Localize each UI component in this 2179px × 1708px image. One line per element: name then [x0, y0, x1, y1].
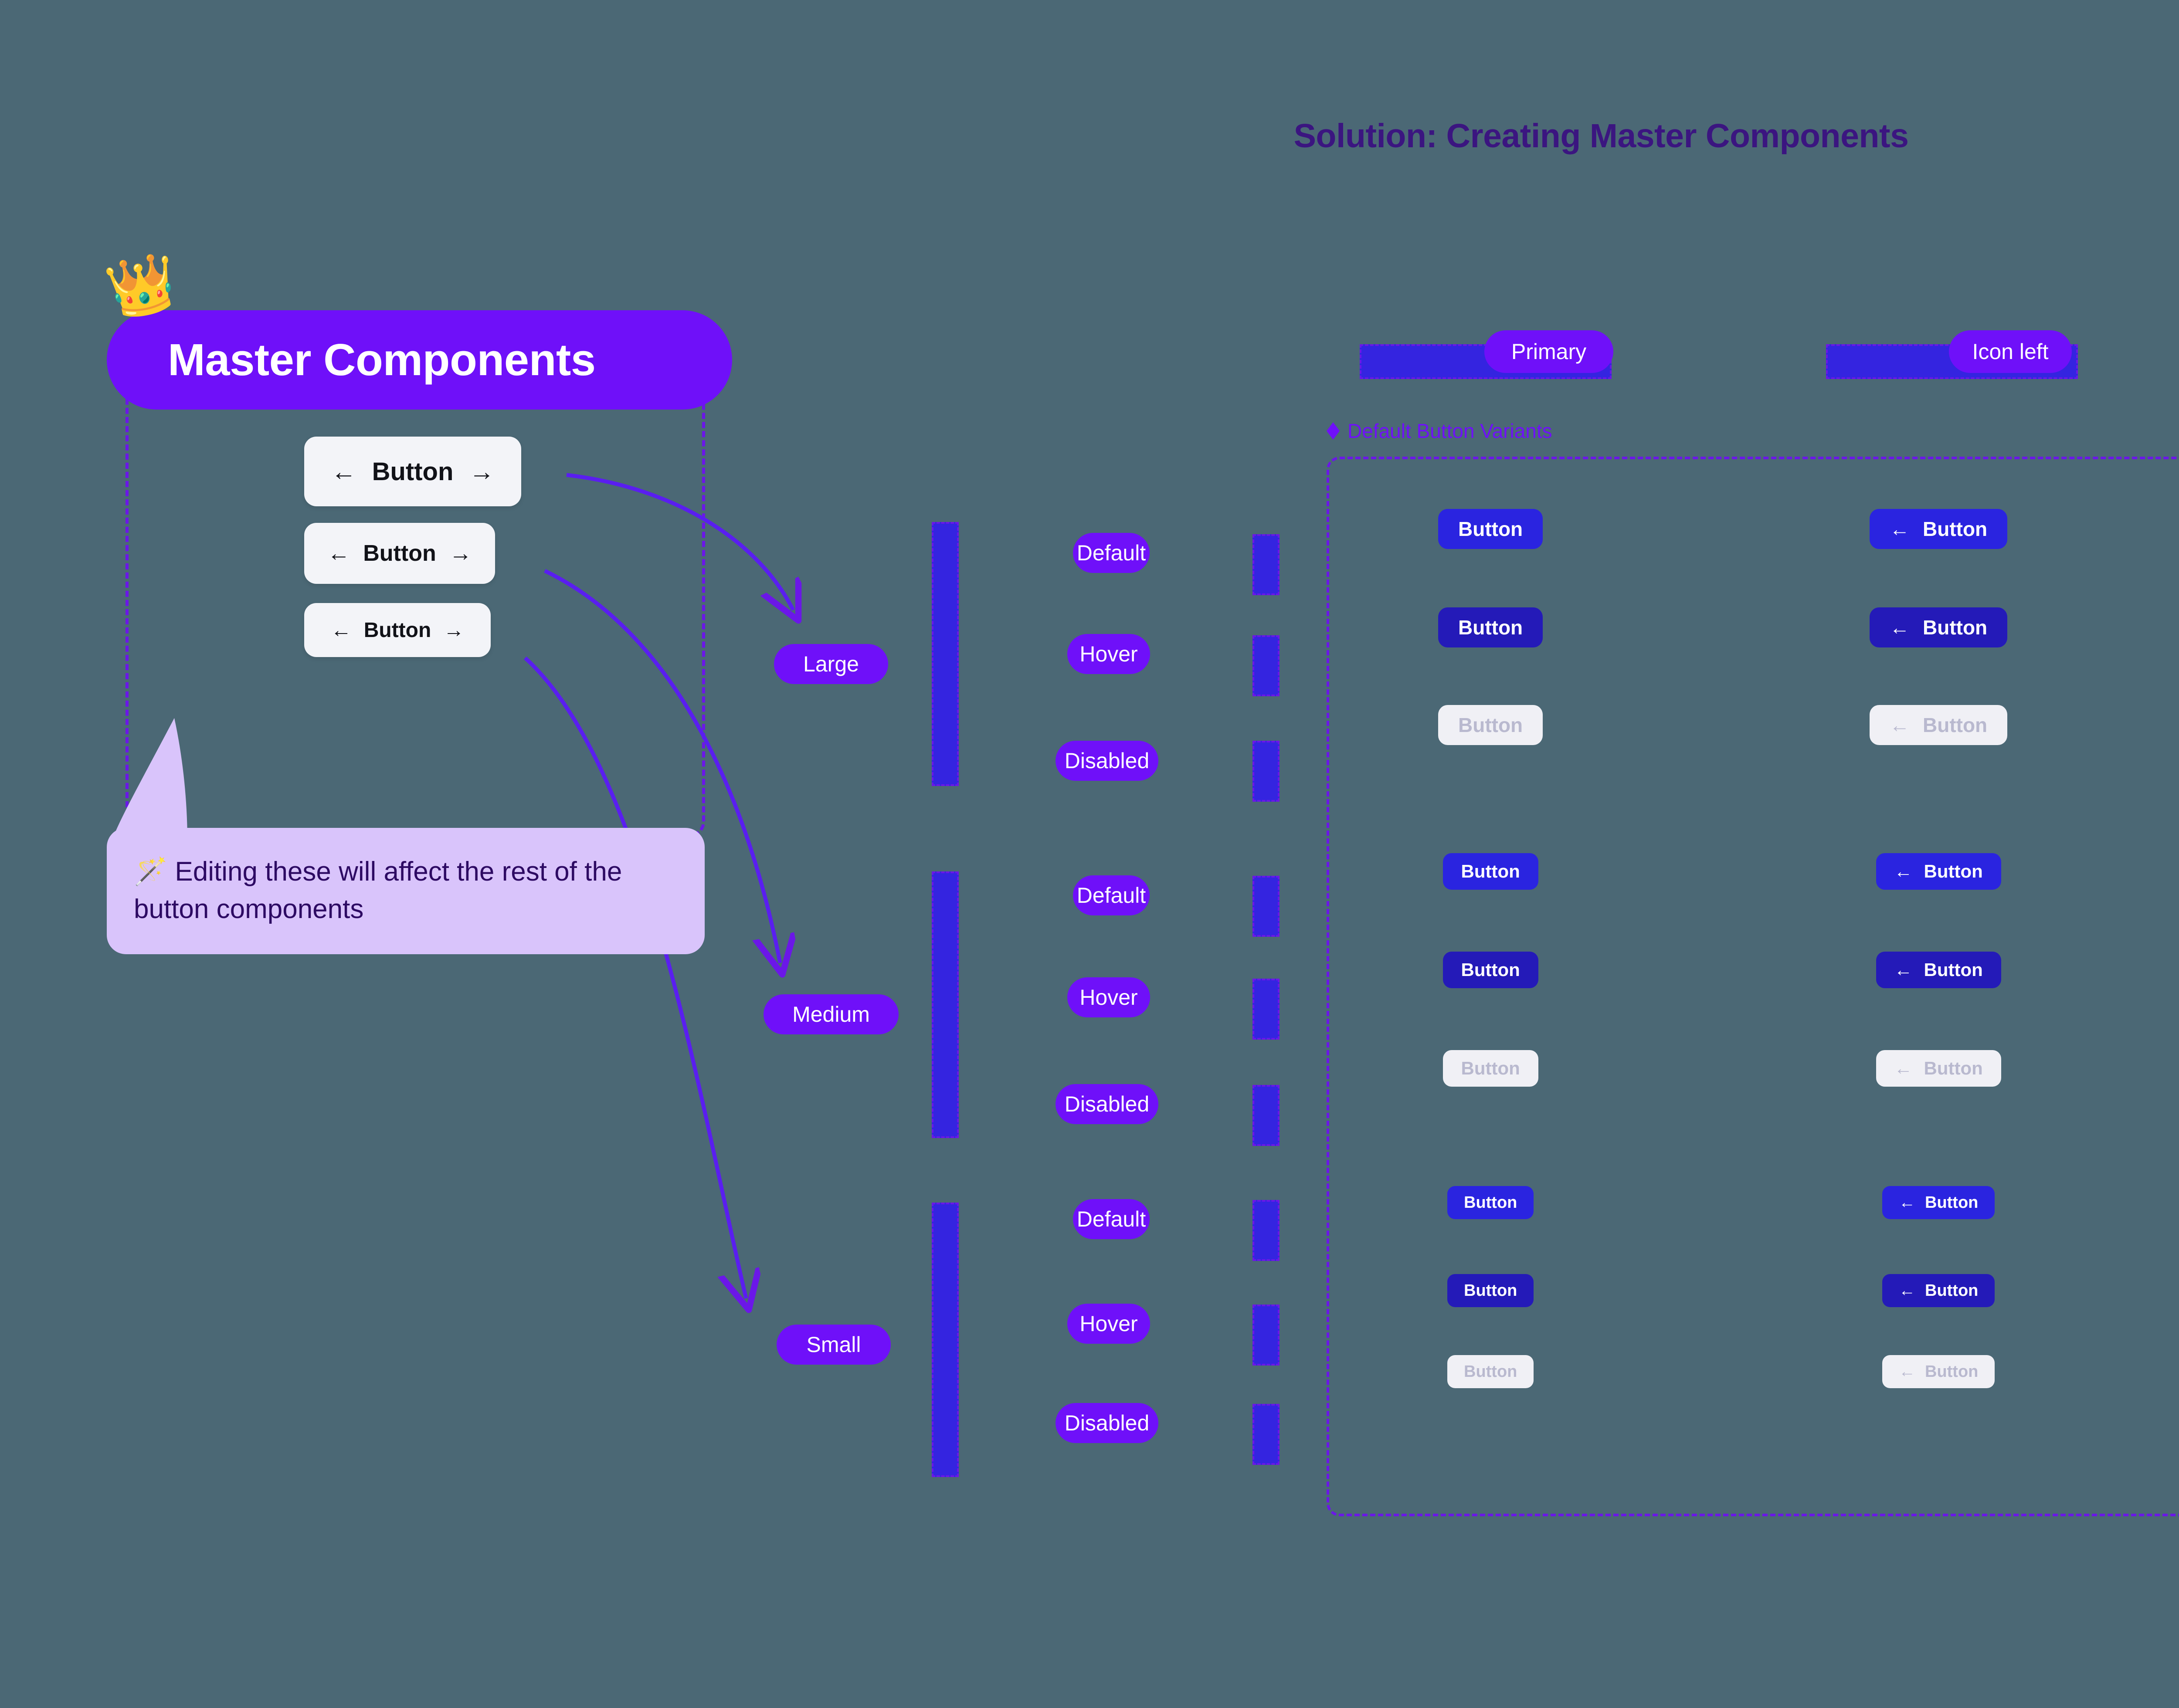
variant-button-small-hover-primary[interactable]: Button [1447, 1274, 1534, 1307]
variant-button-label: Button [1925, 1281, 1979, 1300]
page-title: Solution: Creating Master Components [1293, 117, 1909, 155]
variant-button-label: Button [1923, 518, 1988, 540]
state-label-disabled-2[interactable]: Disabled [1056, 741, 1158, 781]
variant-button-label: Button [1924, 861, 1983, 881]
variant-button-large-hover-primary[interactable]: Button [1438, 607, 1543, 647]
state-marker-box [1252, 876, 1280, 937]
state-label-default-6[interactable]: Default [1073, 1199, 1150, 1239]
master-button-label: Button [363, 541, 436, 566]
variant-button-medium-default-primary[interactable]: Button [1442, 853, 1538, 890]
callout-note-text: 🪄 Editing these will affect the rest of … [134, 857, 622, 924]
variant-button-large-hover-icon-left[interactable]: ← Button [1870, 607, 2008, 647]
arrow-left-icon: ← [1899, 1281, 1915, 1300]
size-label-small[interactable]: Small [777, 1325, 891, 1365]
variant-button-label: Button [1458, 616, 1523, 639]
arrow-left-icon: ← [1890, 518, 1910, 540]
state-label-hover-4[interactable]: Hover [1067, 977, 1150, 1017]
state-marker-box [1252, 1085, 1280, 1146]
master-button-medium[interactable]: ← Button → [304, 523, 495, 584]
variant-button-label: Button [1461, 959, 1520, 980]
arrow-right-icon: → [469, 457, 495, 486]
state-marker-box [1252, 1404, 1280, 1465]
master-button-label: Button [372, 457, 454, 486]
arrow-left-icon: ← [1894, 959, 1913, 980]
diamond-icon [1327, 422, 1340, 440]
variant-button-label: Button [1461, 861, 1520, 881]
state-marker-box [1252, 635, 1280, 696]
state-label-disabled-5[interactable]: Disabled [1056, 1084, 1158, 1124]
variant-button-label: Button [1923, 714, 1988, 736]
variant-button-label: Button [1464, 1281, 1517, 1300]
variant-button-small-disabled-primary: Button [1447, 1355, 1534, 1388]
arrow-left-icon: ← [1899, 1362, 1915, 1381]
state-label-disabled-8[interactable]: Disabled [1056, 1403, 1158, 1443]
master-components-header[interactable]: Master Components [107, 310, 732, 410]
arrow-left-icon: ← [331, 457, 356, 486]
arrow-left-icon: ← [327, 541, 350, 566]
size-group-bar-small [932, 1203, 959, 1477]
arrow-right-icon: → [443, 618, 465, 642]
size-label-large[interactable]: Large [774, 644, 888, 684]
variant-button-label: Button [1924, 1058, 1983, 1078]
size-label-medium[interactable]: Medium [764, 994, 899, 1034]
variant-button-small-default-icon-left[interactable]: ← Button [1882, 1186, 1995, 1219]
state-marker-box [1252, 534, 1280, 595]
state-label-default-3[interactable]: Default [1073, 875, 1150, 915]
variant-button-medium-hover-primary[interactable]: Button [1442, 952, 1538, 988]
arrow-right-icon: → [449, 541, 472, 566]
master-button-small[interactable]: ← Button → [304, 603, 491, 657]
variant-button-large-default-primary[interactable]: Button [1438, 509, 1543, 549]
variant-button-label: Button [1458, 518, 1523, 540]
state-label-default-0[interactable]: Default [1073, 533, 1150, 573]
state-marker-box [1252, 741, 1280, 802]
arrow-left-icon: ← [1890, 616, 1910, 639]
arrow-left-icon: ← [1890, 714, 1910, 736]
size-group-bar-large [932, 522, 959, 786]
state-marker-box [1252, 979, 1280, 1040]
variant-button-label: Button [1923, 616, 1988, 639]
crown-icon: 👑 [100, 247, 183, 324]
variant-button-label: Button [1924, 959, 1983, 980]
variant-button-medium-default-icon-left[interactable]: ← Button [1876, 853, 2001, 890]
variant-button-medium-disabled-icon-left: ← Button [1876, 1050, 2001, 1087]
state-label-hover-7[interactable]: Hover [1067, 1304, 1150, 1344]
variant-button-medium-hover-icon-left[interactable]: ← Button [1876, 952, 2001, 988]
column-label-primary[interactable]: Primary [1484, 330, 1613, 373]
variants-caption-label: Default Button Variants [1347, 420, 1552, 442]
arrow-left-icon: ← [1894, 1058, 1913, 1078]
variant-button-small-hover-icon-left[interactable]: ← Button [1882, 1274, 1995, 1307]
master-button-large[interactable]: ← Button → [304, 437, 521, 506]
state-marker-box [1252, 1305, 1280, 1366]
variants-dashed-frame [1327, 457, 2179, 1516]
column-label-icon-left[interactable]: Icon left [1949, 330, 2072, 373]
variant-button-large-disabled-primary: Button [1438, 705, 1543, 745]
size-group-bar-medium [932, 871, 959, 1138]
variant-button-label: Button [1464, 1193, 1517, 1212]
variant-button-label: Button [1464, 1362, 1517, 1381]
variant-button-label: Button [1925, 1362, 1979, 1381]
variant-button-label: Button [1461, 1058, 1520, 1078]
callout-note: 🪄 Editing these will affect the rest of … [107, 828, 705, 954]
variant-button-label: Button [1458, 714, 1523, 736]
variant-button-label: Button [1925, 1193, 1979, 1212]
arrow-left-icon: ← [330, 618, 352, 642]
master-button-label: Button [363, 618, 431, 642]
variant-button-medium-disabled-primary: Button [1442, 1050, 1538, 1087]
variant-button-small-default-primary[interactable]: Button [1447, 1186, 1534, 1219]
master-components-title: Master Components [168, 335, 596, 385]
variant-button-large-disabled-icon-left: ← Button [1870, 705, 2008, 745]
variant-button-large-default-icon-left[interactable]: ← Button [1870, 509, 2008, 549]
arrow-left-icon: ← [1899, 1193, 1915, 1212]
variants-caption: Default Button Variants [1327, 419, 1552, 443]
variant-button-small-disabled-icon-left: ← Button [1882, 1355, 1995, 1388]
state-label-hover-1[interactable]: Hover [1067, 634, 1150, 674]
arrow-left-icon: ← [1894, 861, 1913, 881]
state-marker-box [1252, 1200, 1280, 1261]
